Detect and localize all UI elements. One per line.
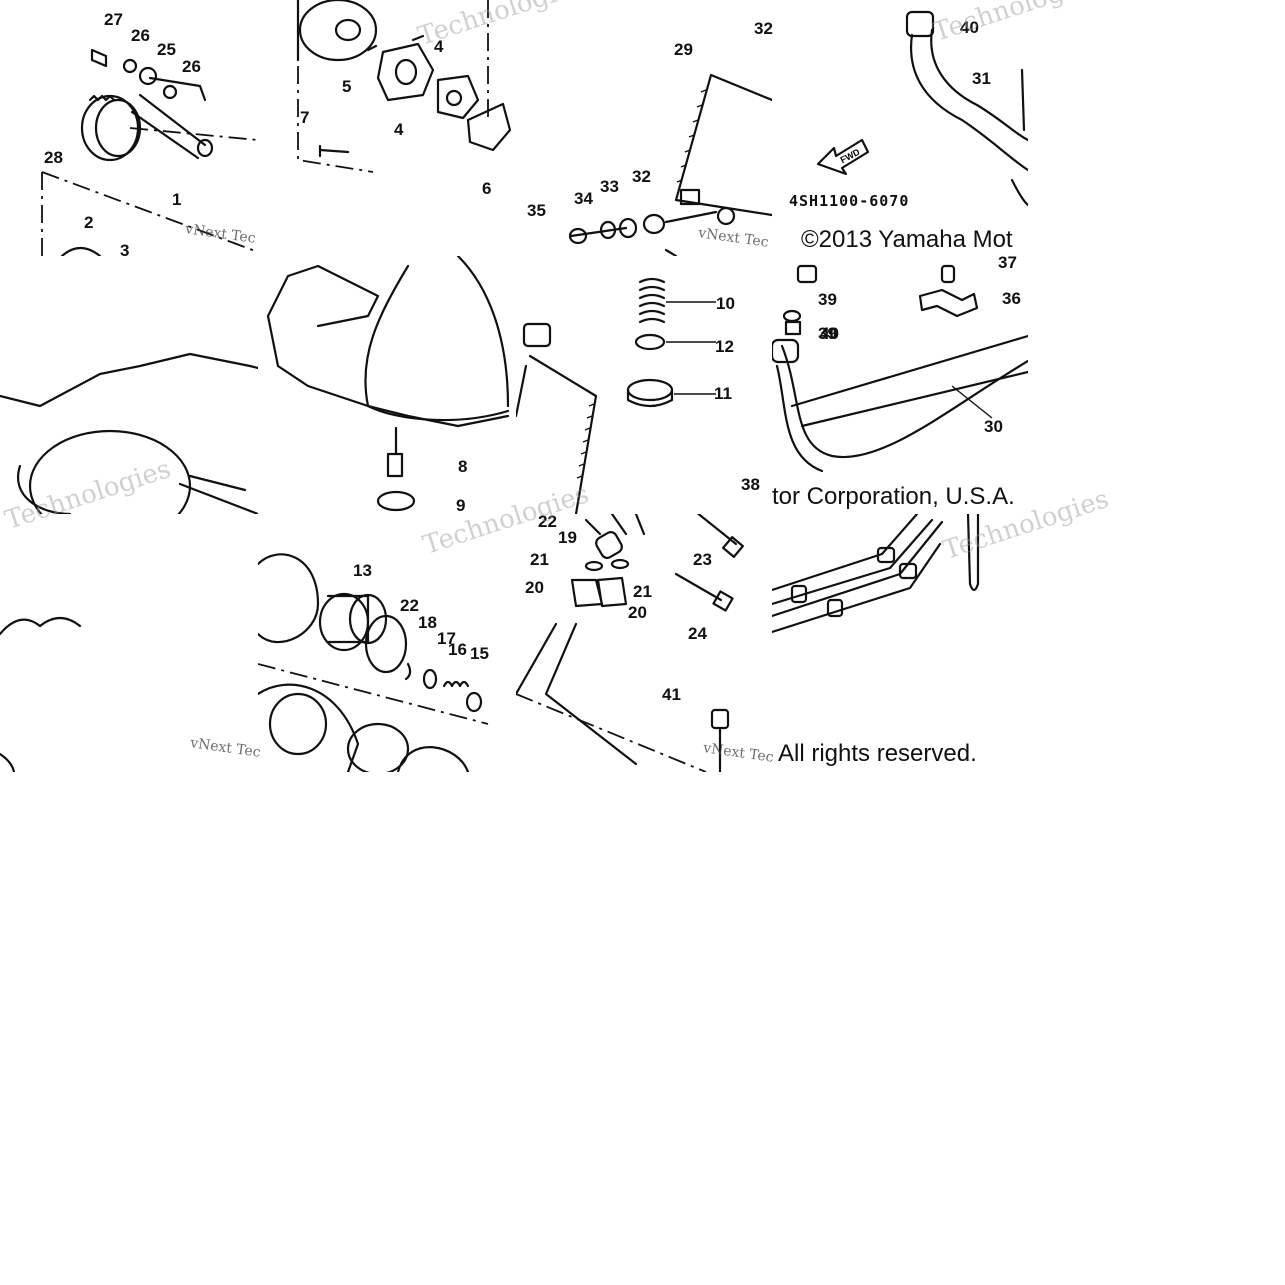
part-number-label: 4 — [434, 37, 444, 56]
part-number-label: 22 — [400, 596, 419, 615]
part-number-label: 39 — [818, 290, 837, 309]
part-number-label: 5 — [342, 77, 352, 96]
part-number-label: 33 — [600, 177, 619, 196]
part-number-label: 1 — [172, 190, 182, 209]
copyright-line-2: tor Corporation, U.S.A. — [772, 483, 1015, 510]
part-number-label: 17 — [437, 629, 456, 648]
diagram-tile-oil-hose-lower — [772, 256, 1028, 514]
part-number-label: 21 — [530, 550, 549, 569]
part-number-label: 35 — [527, 201, 546, 220]
part-number-label: 40 — [960, 18, 979, 37]
part-number-label: 22 — [538, 512, 557, 531]
part-number-label: 19 — [558, 528, 577, 547]
copyright-line-3: All rights reserved. — [778, 740, 977, 767]
part-number-label: 21 — [633, 582, 652, 601]
part-number-label: 13 — [353, 561, 372, 580]
part-number-label: 25 — [157, 40, 176, 59]
part-number-label: 27 — [104, 10, 123, 29]
part-number-label: 32 — [754, 19, 773, 38]
part-number-label: 16 — [448, 640, 467, 659]
copyright-line-1: ©2013 Yamaha Mot — [801, 226, 1013, 253]
part-number-label: 6 — [482, 179, 492, 198]
diagram-tile-oil-hose-upper: FWD 4SH1100-6070 — [772, 0, 1028, 256]
part-number-label: 7 — [300, 108, 310, 127]
part-number-label: 31 — [972, 69, 991, 88]
part-number-label: 20 — [525, 578, 544, 597]
part-number-label: 34 — [574, 189, 593, 208]
part-number-label: 23 — [693, 550, 712, 569]
part-number-label: 15 — [470, 644, 489, 663]
diagram-tile-pipes — [772, 514, 1028, 772]
part-number-label: 28 — [44, 148, 63, 167]
diagram-tile-oil-pump — [258, 0, 516, 256]
part-number-label: 29 — [674, 40, 693, 59]
diagram-tile-crankcase-cover — [258, 256, 516, 514]
drawing-code: 4SH1100-6070 — [789, 192, 910, 210]
diagram-tile-oil-pump-gear — [0, 0, 258, 256]
part-number-label: 41 — [662, 685, 681, 704]
diagram-tile-crankcase-lower — [0, 514, 258, 772]
part-number-label: 12 — [715, 337, 734, 356]
diagram-tile-relief-valve — [516, 256, 772, 514]
part-number-label: 10 — [716, 294, 735, 313]
part-number-label: 24 — [688, 624, 707, 643]
part-number-label: 26 — [131, 26, 150, 45]
fwd-arrow-icon: FWD — [814, 130, 874, 180]
diagram-tile-union-bolts — [516, 514, 772, 772]
part-number-label: 20 — [628, 603, 647, 622]
part-number-label: 26 — [182, 57, 201, 76]
part-number-label: 39 — [818, 324, 837, 343]
part-number-label: 40 — [820, 324, 839, 343]
part-number-label: 38 — [741, 475, 760, 494]
part-number-label: 37 — [998, 253, 1017, 272]
diagram-tile-crankcase — [0, 256, 258, 514]
part-number-label: 9 — [456, 496, 466, 515]
part-number-label: 11 — [714, 384, 732, 403]
part-number-label: 30 — [984, 417, 1003, 436]
part-number-label: 4 — [394, 120, 404, 139]
diagram-tile-oil-cooler — [516, 0, 772, 256]
part-number-label: 18 — [418, 613, 437, 632]
part-number-label: 32 — [632, 167, 651, 186]
part-number-label: 36 — [1002, 289, 1021, 308]
part-number-label: 8 — [458, 457, 468, 476]
part-number-label: 2 — [84, 213, 94, 232]
diagram-tile-oil-filter — [258, 514, 516, 772]
part-number-label: 3 — [120, 241, 130, 260]
